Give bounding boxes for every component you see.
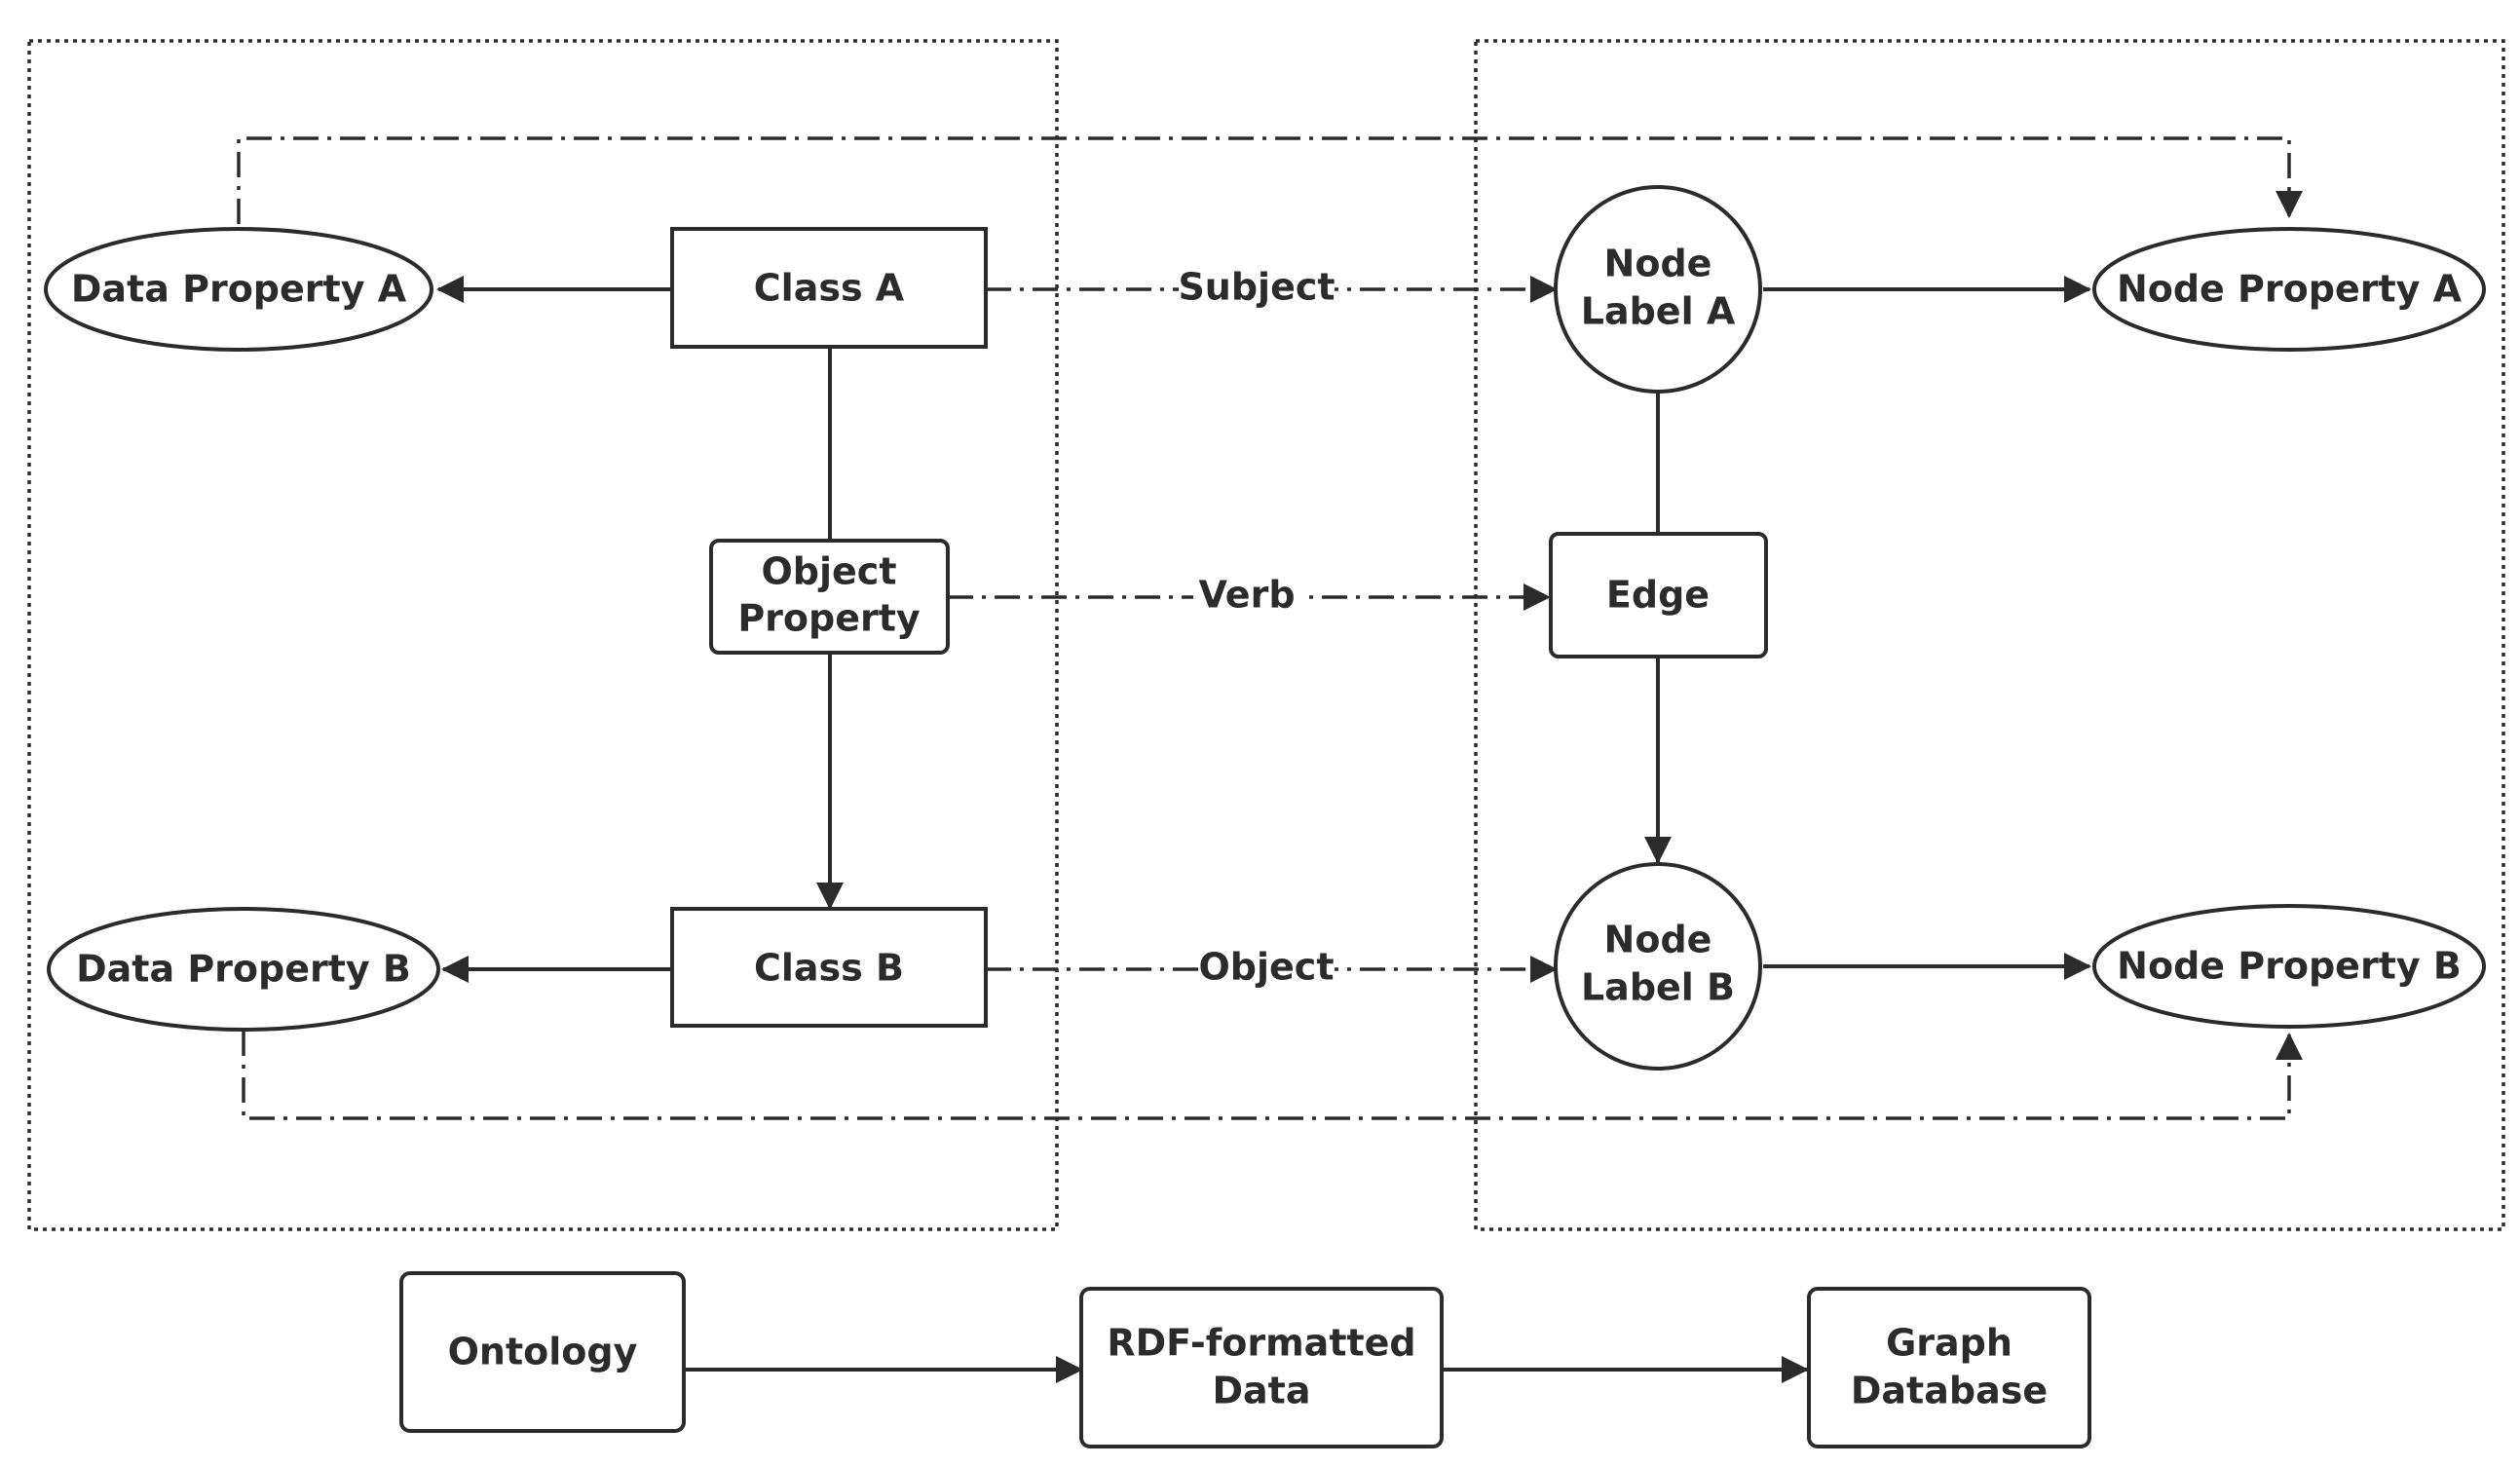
node-property-a-label: Node Property A [2117,268,2463,311]
object-property-label-line1: Object [762,550,897,593]
data-property-a-to-node-property-a-link [237,136,2303,224]
data-property-a-node [44,227,433,352]
class-b-node [670,907,988,1028]
graph-group-container [1474,39,2505,1231]
object-property-node [709,539,950,655]
data-property-b-to-node-property-b-link [242,1031,2303,1120]
ontology-label: Ontology [448,1331,638,1373]
graph-database-label-line2: Database [1851,1370,2048,1412]
edge-label: Edge [1606,574,1710,617]
node-label-a-label-line2: Label A [1581,290,1736,333]
class-b-label: Class B [754,947,904,990]
data-property-b-node [47,907,440,1032]
rdf-formatted-data-label-line1: RDF-formatted [1107,1322,1415,1365]
ontology-group-container [27,39,1059,1231]
graph-database-label-line1: Graph [1886,1322,2012,1365]
ontology-node [399,1271,686,1433]
object-property-label-line2: Property [737,597,921,640]
node-property-b-label: Node Property B [2117,945,2462,988]
data-property-a-label: Data Property A [71,268,407,311]
verb-mapping-label: Verb [1198,574,1295,617]
class-a-node [670,227,988,349]
class-a-label: Class A [754,267,905,310]
object-mapping-label: Object [1199,946,1335,989]
rdf-formatted-data-label-line2: Data [1213,1370,1311,1412]
graph-database-node [1807,1287,2091,1448]
subject-mapping-label: Subject [1178,266,1335,309]
edge-node [1549,532,1768,658]
node-label-b-label-line1: Node [1604,919,1712,961]
node-label-a-label-line1: Node [1604,243,1712,285]
node-property-a-node [2092,227,2486,352]
rdf-formatted-data-node [1079,1287,1444,1448]
data-property-b-label: Data Property B [76,948,411,991]
node-label-a-node [1554,185,1762,394]
node-property-b-node [2092,904,2486,1029]
node-label-b-node [1554,862,1762,1071]
node-label-b-label-line2: Label B [1581,966,1735,1009]
